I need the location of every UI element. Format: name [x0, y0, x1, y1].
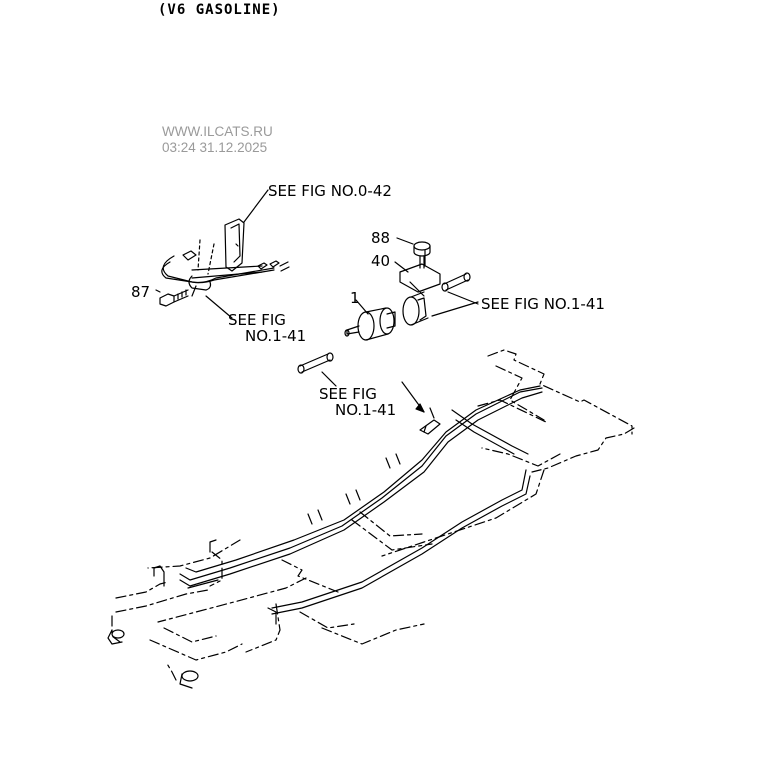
diagram-title: (V6 GASOLINE) [158, 2, 281, 18]
pipe-clamp-assembly [161, 218, 290, 297]
vehicle-frame [111, 349, 635, 681]
callout-see-fig-1-41-center-line1: SEE FIG [319, 385, 377, 403]
watermark-datetime: 03:24 31.12.2025 [162, 140, 268, 155]
callout-see-fig-1-41-center-line2: NO.1-41 [335, 401, 397, 419]
fuel-lines [179, 385, 543, 615]
part-number-87: 87 [131, 283, 151, 301]
bolt-87 [159, 289, 189, 307]
part-number-40: 40 [371, 252, 391, 270]
callout-see-fig-1-41-left-line1: SEE FIG [228, 311, 286, 329]
filter-bracket [399, 241, 441, 326]
callout-see-fig-0-42: SEE FIG NO.0-42 [268, 182, 392, 200]
hose-right [441, 272, 471, 292]
watermark: WWW.ILCATS.RU 03:24 31.12.2025 [162, 124, 273, 156]
watermark-site: WWW.ILCATS.RU [162, 124, 273, 139]
frame-solid-parts [107, 539, 277, 689]
part-number-1: 1 [350, 289, 360, 307]
part-number-88: 88 [371, 229, 391, 247]
fuel-filter [344, 307, 396, 341]
callout-see-fig-1-41-right: SEE FIG NO.1-41 [481, 295, 605, 313]
hose-left [297, 352, 334, 374]
callout-see-fig-1-41-left-line2: NO.1-41 [245, 327, 307, 345]
